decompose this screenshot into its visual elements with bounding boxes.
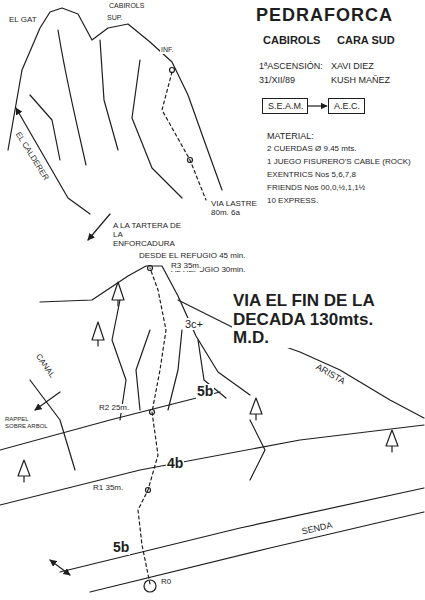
topo-sketch: [0, 392, 220, 450]
topo-label: 10 EXPRESS.: [266, 197, 319, 206]
topo-sketch: [170, 68, 175, 73]
box-text: A.E.C.: [334, 102, 359, 112]
topo-sketch: [0, 8, 424, 592]
topo-label: EL GAT: [8, 16, 38, 25]
org-box: S.E.A.M.: [262, 98, 308, 114]
topo-sketch: [8, 8, 222, 190]
topo-sketch: [18, 460, 30, 482]
topo-sketch: [92, 322, 104, 346]
topo-sketch: [386, 430, 398, 452]
topo-label: 2 CUERDAS Ø 9.45 mts.: [266, 145, 357, 154]
topo-sketch: [112, 282, 124, 306]
topo-sketch: [100, 40, 118, 150]
topo-label: CANAL: [33, 352, 57, 381]
topo-label: 1ªASCENSIÓN:: [258, 62, 324, 72]
topo-sketch: [250, 398, 262, 420]
topo-label: RAPPEL SOBRE ARBOL: [4, 416, 50, 429]
box-text: S.E.A.M.: [268, 102, 302, 112]
topo-label: 5b: [112, 540, 130, 555]
topo-label: FRIENDS Nos 00,0,½,1,1½: [266, 184, 366, 193]
topo-label: VIA LASTRE 80m. 6a: [210, 200, 260, 218]
topo-sketch: [58, 30, 86, 165]
topo-sketch: [138, 268, 166, 584]
topo-label: XAVI DIEZ: [330, 62, 375, 72]
topo-label: 1 JUEGO FISURERO'S CABLE (ROCK): [266, 158, 412, 167]
topo-label: CABIROLS: [262, 34, 321, 46]
org-box: A.E.C.: [328, 98, 365, 114]
topo-label: 4b: [166, 456, 184, 471]
topo-sketch: [35, 392, 60, 410]
topo-label: 5b: [196, 384, 214, 399]
topo-sketch: [150, 410, 155, 415]
topo-sketch: [250, 420, 265, 480]
topo-sketch: [88, 214, 110, 240]
topo-sketch: [60, 488, 424, 572]
topo-label: DESDE EL REFUGIO 45 min.: [138, 252, 246, 261]
topo-label: R1 35m.: [92, 484, 124, 493]
topo-label: KUSH MAÑEZ: [330, 76, 391, 86]
topo-sketch: [136, 330, 150, 410]
topo-label: A LA TARTERA DE LA ENFORCADURA: [112, 222, 184, 248]
topo-sketch: [132, 60, 182, 198]
topo-label: VIA EL FIN DE LA DECADA 130mts. M.D.: [232, 292, 414, 348]
topo-sketch: [30, 95, 60, 160]
topo-label: MATERIAL:: [266, 132, 315, 142]
topo-label: CABIROLS: [108, 2, 145, 10]
topo-sketch: [146, 488, 151, 493]
topo-sketch: [112, 300, 126, 420]
topo-label: EXENTRICS Nos 5,6,7,8: [266, 171, 357, 180]
topo-sketch: [148, 266, 153, 271]
topo-sketch: [188, 158, 193, 163]
topo-label: R0: [160, 578, 172, 587]
topo-label: R2 25m.: [98, 404, 130, 413]
topo-sketch: [40, 266, 250, 395]
connector: [308, 105, 327, 106]
topo-sketch: [50, 560, 70, 575]
topo-label: CARA SUD: [336, 34, 396, 46]
topo-sketch: [162, 72, 206, 200]
title: PEDRAFORCA: [255, 6, 394, 26]
topo-sketch: [16, 108, 90, 214]
topo-label: 31/XII/89: [258, 76, 296, 86]
topo-label: R3 35m.: [170, 262, 202, 271]
topo-label: INF.: [160, 46, 174, 54]
topo-label: 3c+: [184, 318, 204, 330]
topo-label: SUP.: [106, 14, 123, 22]
topo-sketch: [144, 580, 156, 592]
topo-sketch: [0, 425, 424, 505]
topo-sketch: [168, 330, 182, 410]
topo-label: SENDA: [300, 521, 334, 538]
